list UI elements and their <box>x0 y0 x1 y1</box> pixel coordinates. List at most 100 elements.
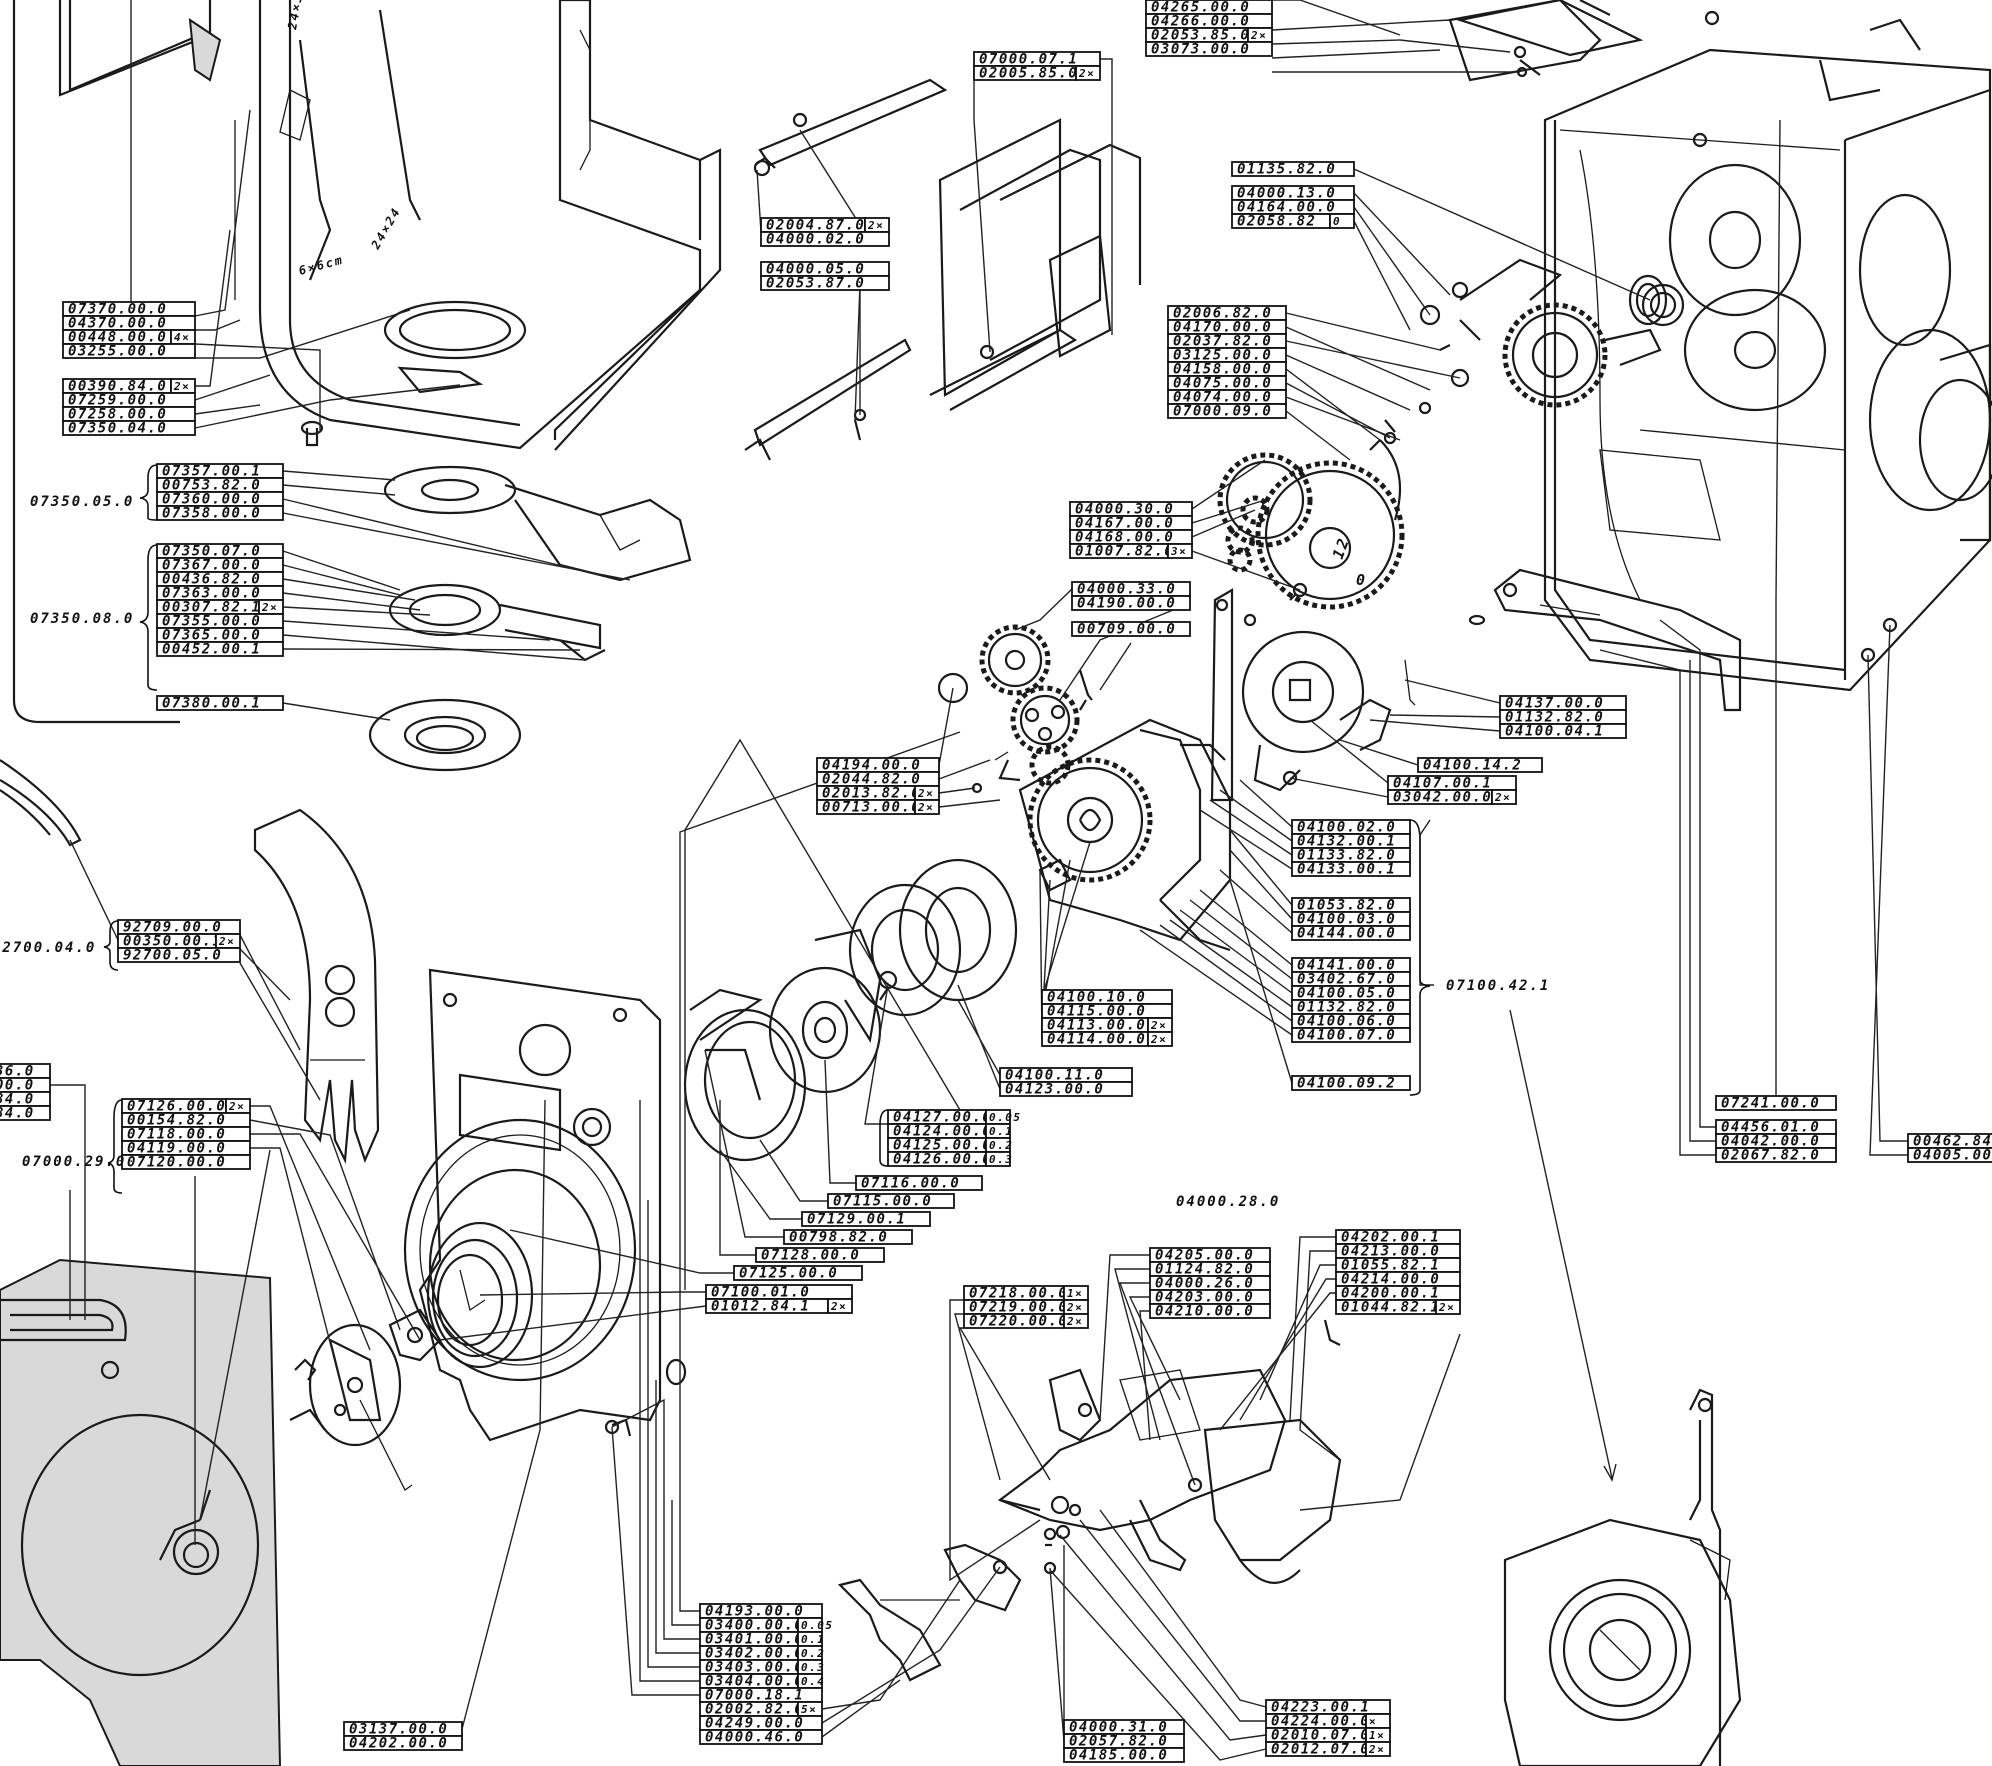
part-number: 04133.00.1 <box>1297 862 1396 878</box>
label-box <box>827 1193 955 1209</box>
part-number: 00436.82.0 <box>162 572 261 588</box>
label-group-g30: 04127.00.00.0504124.00.00.104125.00.00.2… <box>887 1109 1022 1168</box>
part-number: 01007.82.0 <box>1075 544 1174 560</box>
part-number: 04100.14.2 <box>1423 758 1522 774</box>
label-box <box>760 275 890 291</box>
part-quantity: 2× <box>830 1300 847 1313</box>
part-quantity: 0.4 <box>801 1675 825 1688</box>
part-number: 04193.00.0 <box>705 1604 804 1620</box>
counter-dial-number-12: 12 <box>1329 534 1353 561</box>
rotating-rings-drawing <box>368 465 692 772</box>
part-number: 04144.00.0 <box>1297 926 1396 942</box>
part-number: 04125.00.0 <box>893 1138 992 1154</box>
part-number: 04100.10.0 <box>1047 990 1146 1006</box>
part-number: 04123.00.0 <box>1005 1082 1104 1098</box>
part-number: 00307.82.1 <box>162 600 261 616</box>
part-number: 07129.00.1 <box>807 1212 906 1228</box>
part-number: 07000.18.1 <box>705 1688 804 1704</box>
part-number: 04000.33.0 <box>1077 582 1176 598</box>
part-number: 00.0 <box>0 1078 35 1094</box>
part-number: 04000.46.0 <box>705 1730 804 1746</box>
label-box <box>1231 161 1355 177</box>
group-braces <box>103 464 1431 1194</box>
part-number: 04000.30.0 <box>1075 502 1174 518</box>
part-number: 07126.00.0 <box>127 1099 226 1115</box>
label-box <box>1071 595 1191 611</box>
part-number: 04000.31.0 <box>1069 1720 1168 1736</box>
part-number: 03137.00.0 <box>349 1722 448 1738</box>
part-number: 07125.00.0 <box>739 1266 838 1282</box>
label-group-g05: 07380.00.1 <box>156 695 284 712</box>
quantity-box <box>1167 543 1193 559</box>
part-number: 02057.82.0 <box>1069 1734 1168 1750</box>
part-number: 07370.00.0 <box>68 302 167 318</box>
part-quantity: 2× <box>228 1100 245 1113</box>
part-quantity: 0.3 <box>801 1661 825 1674</box>
part-number: 04265.00.0 <box>1151 0 1250 16</box>
part-number: 04370.00.0 <box>68 316 167 332</box>
part-number: 04100.03.0 <box>1297 912 1396 928</box>
part-number: 02053.87.0 <box>766 276 865 292</box>
leader-lines <box>50 0 1908 1761</box>
part-number: 36.0 <box>0 1064 35 1080</box>
label-box <box>1291 925 1411 941</box>
part-quantity: 0.05 <box>989 1111 1022 1124</box>
label-group-g19: 00709.00.0 <box>1071 621 1191 638</box>
part-number: 04000.02.0 <box>766 232 865 248</box>
label-group-g39: 04202.00.104213.00.001055.82.104214.00.0… <box>1335 1229 1461 1316</box>
part-number: 07258.00.0 <box>68 407 167 423</box>
part-quantity: 0 <box>1333 215 1341 228</box>
part-number: 07220.00.0 <box>969 1314 1068 1330</box>
label-box <box>801 1211 931 1227</box>
part-number: 03042.00.0 <box>1393 790 1492 806</box>
film-guide-drawing <box>929 118 1142 411</box>
part-number: 04124.00.0 <box>893 1124 992 1140</box>
part-number: 00390.84.0 <box>68 379 167 395</box>
label-group-g36: 07125.00.0 <box>733 1265 863 1282</box>
frame-counter-dial-drawing <box>1217 344 1470 610</box>
part-number: 07118.00.0 <box>127 1127 226 1143</box>
part-number: 01135.82.0 <box>1237 162 1336 178</box>
quantity-box <box>1365 1741 1391 1757</box>
quantity-box <box>1063 1313 1089 1329</box>
part-number: 07363.00.0 <box>162 586 261 602</box>
part-quantity: 2× <box>1078 67 1095 80</box>
label-box <box>760 231 890 247</box>
part-number: 04000.05.0 <box>766 262 865 278</box>
part-number: 07241.00.0 <box>1721 1096 1820 1112</box>
part-quantity: 0.2 <box>801 1647 825 1660</box>
part-number: 07367.00.0 <box>162 558 261 574</box>
camera-main-body-drawing <box>1543 18 1992 692</box>
label-group-g13: 02053.00.004265.00.004266.00.002053.85.0… <box>1145 0 1273 58</box>
label-box <box>156 505 284 521</box>
quantity-box <box>1147 1031 1173 1047</box>
label-group-g17: 04000.30.004167.00.004168.00.001007.82.0… <box>1069 501 1193 560</box>
part-number: 00448.00.0 <box>68 330 167 346</box>
part-quantity: 2× <box>1438 1301 1455 1314</box>
part-quantity: 2× <box>1250 29 1267 42</box>
part-number: 02010.07.0 <box>1271 1728 1370 1744</box>
part-number: 01132.82.0 <box>1297 1000 1396 1016</box>
part-number: 01044.82.1 <box>1341 1300 1440 1316</box>
label-box <box>855 1175 983 1191</box>
label-group-g46: 00462.84.104005.00.0 <box>1907 1133 1992 1164</box>
part-number: 04167.00.0 <box>1075 516 1174 532</box>
label-group-g26: 04141.00.003402.67.004100.05.001132.82.0… <box>1291 957 1411 1044</box>
assembly-label-07350-08-0: 07350.08.0 <box>30 611 134 627</box>
part-number: 04266.00.0 <box>1151 14 1250 30</box>
part-number: 00713.00.0 <box>822 800 921 816</box>
part-number: 04100.06.0 <box>1297 1014 1396 1030</box>
part-quantity: 2× <box>1150 1033 1167 1046</box>
assembly-label-07000-29-0: 07000.29.0 <box>22 1154 126 1170</box>
part-number: 03404.00.0 <box>705 1674 804 1690</box>
part-number: 04214.00.0 <box>1341 1272 1440 1288</box>
part-number: 07219.00.0 <box>969 1300 1068 1316</box>
part-number: 07350.07.0 <box>162 544 261 560</box>
